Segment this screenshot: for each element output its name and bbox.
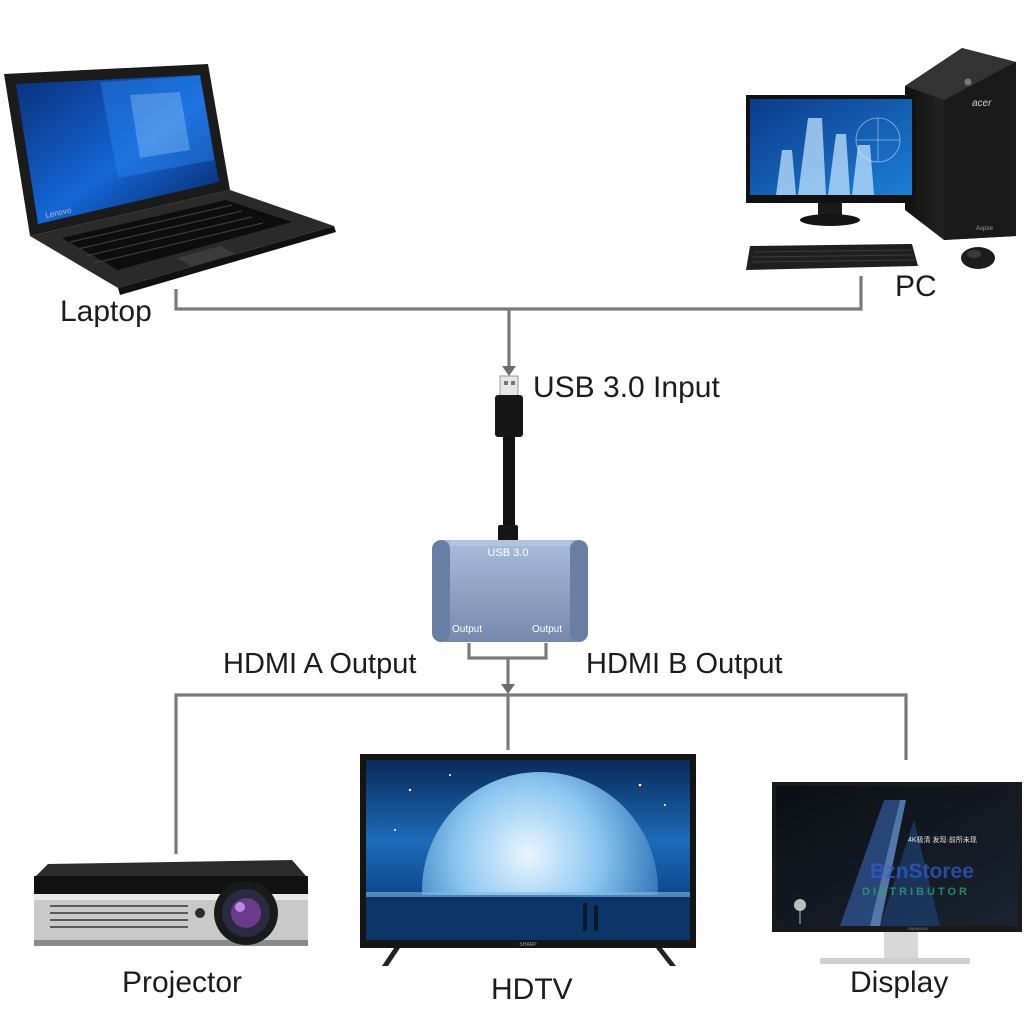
tv-icon: SHARP: [360, 754, 696, 1008]
hdtv-label: HDTV: [491, 975, 573, 1005]
laptop-label: Laptop: [60, 297, 152, 327]
input-line: [176, 276, 861, 309]
monitor-icon: [746, 95, 916, 226]
usb-input-label: USB 3.0 Input: [533, 373, 720, 403]
output-arrow-icon: [501, 684, 515, 694]
pc-model: Aspire: [976, 226, 994, 232]
pc-tower-icon: acer Aspire: [905, 48, 1016, 240]
tv-brand: SHARP: [519, 942, 537, 948]
adapter-top-label: USB 3.0: [488, 547, 529, 559]
projector-icon: [34, 860, 308, 946]
display-screen-text: 4K极清 发现·前所未现: [908, 835, 977, 844]
usb-plug-icon: [495, 376, 523, 541]
watermark-title: BznStoree: [870, 860, 974, 883]
adapter-port-a-label: Output: [452, 624, 482, 635]
input-arrow-icon: [502, 366, 516, 376]
display-brand: SAMSUNG: [908, 926, 928, 931]
laptop-icon: Lenovo: [4, 64, 336, 295]
watermark-subtitle: DISTRIBUTOR: [862, 886, 970, 898]
hdmi-a-output-label: HDMI A Output: [223, 650, 416, 679]
display-label: Display: [850, 968, 948, 998]
pc-brand: acer: [972, 98, 992, 109]
adapter-port-b-label: Output: [532, 624, 562, 635]
output-bracket-line: [469, 643, 546, 658]
hdmi-b-output-label: HDMI B Output: [586, 650, 783, 679]
projector-label: Projector: [122, 968, 242, 998]
pc-label: PC: [895, 272, 937, 302]
keyboard-icon: [746, 244, 995, 270]
